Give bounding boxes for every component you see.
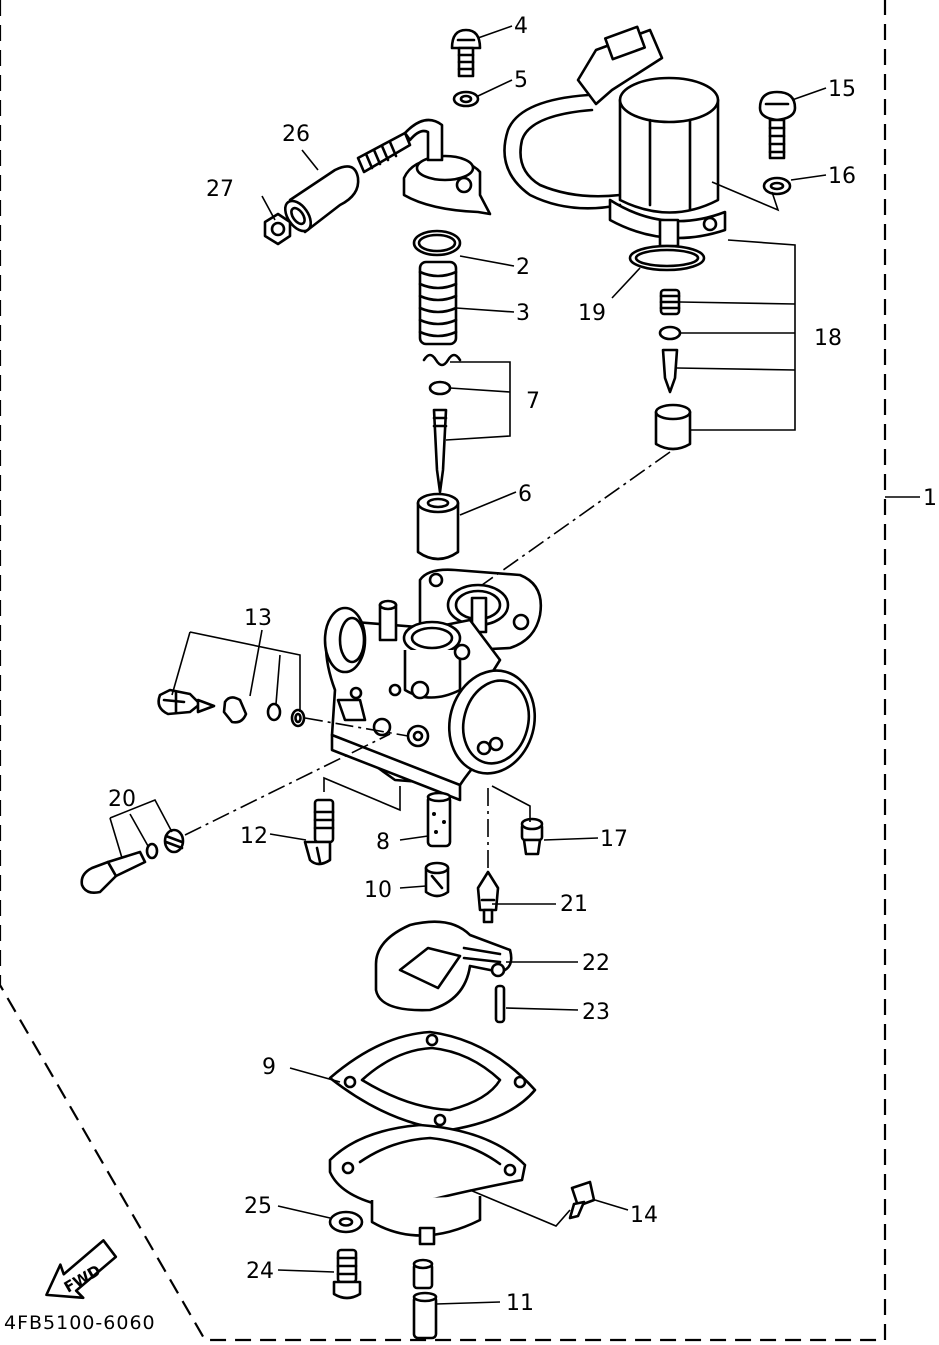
part-3-spring	[418, 260, 458, 346]
part-9-gasket	[328, 1030, 537, 1132]
part-auto-choke-unit	[503, 25, 727, 248]
carburetor-body	[323, 568, 543, 802]
callout-21: 21	[560, 892, 588, 917]
callout-26: 26	[282, 122, 310, 147]
part-10-main-jet	[424, 861, 450, 898]
part-17-screw	[520, 817, 544, 856]
part-7-jet-needle-set	[422, 353, 462, 494]
part-5-washer	[452, 90, 480, 108]
part-2-oring-inner	[417, 233, 457, 253]
callout-9: 9	[262, 1055, 276, 1080]
callout-10: 10	[364, 878, 392, 903]
callout-18: 18	[814, 326, 842, 351]
callout-2: 2	[516, 255, 530, 280]
callout-7: 7	[526, 389, 540, 414]
callout-6: 6	[518, 482, 532, 507]
part-19-oring-inner	[634, 248, 700, 268]
part-22-float	[374, 920, 513, 1012]
part-11-drain-hose	[412, 1258, 438, 1340]
carb-top-cap	[356, 118, 492, 216]
callout-19: 19	[578, 301, 606, 326]
callout-22: 22	[582, 951, 610, 976]
callout-labels: 1 2 3 4 5 6 7 8 9 10 11 12 13 14 15 16 1…	[108, 14, 937, 1316]
callout-25: 25	[244, 1194, 272, 1219]
callout-14: 14	[630, 1203, 658, 1228]
float-chamber	[328, 1123, 527, 1246]
part-23-float-pin	[494, 984, 506, 1024]
callout-23: 23	[582, 1000, 610, 1025]
callout-13: 13	[244, 606, 272, 631]
callout-24: 24	[246, 1259, 274, 1284]
callout-12: 12	[240, 824, 268, 849]
callout-5: 5	[514, 68, 528, 93]
callout-16: 16	[828, 164, 856, 189]
fwd-direction-arrow: FWD	[45, 1239, 118, 1300]
callout-1: 1	[923, 486, 937, 511]
part-27-nut	[263, 212, 292, 246]
callout-8: 8	[376, 830, 390, 855]
callout-4: 4	[514, 14, 528, 39]
part-15-screw	[758, 90, 797, 160]
callout-15: 15	[828, 77, 856, 102]
part-4-screw	[450, 28, 482, 78]
callout-20: 20	[108, 787, 136, 812]
callout-11: 11	[506, 1291, 534, 1316]
part-14-drain-screw	[568, 1180, 596, 1220]
part-18-plunger-set	[654, 288, 692, 451]
drawing-code: 4FB5100-6060	[4, 1312, 156, 1334]
part-16-washer-inner	[769, 181, 785, 191]
part-13-pilot-screw-set	[157, 688, 306, 728]
part-25-washer-inner	[338, 1217, 354, 1227]
part-21-float-needle	[476, 870, 500, 924]
part-24-screw	[332, 1248, 362, 1300]
part-8-needle-jet	[426, 791, 452, 848]
callout-27: 27	[206, 177, 234, 202]
callout-3: 3	[516, 301, 530, 326]
part-12-jet	[303, 798, 335, 866]
part-6-throttle-valve	[416, 492, 460, 561]
leader-lines	[109, 25, 920, 1305]
part-26-hose-boot	[283, 165, 360, 234]
callout-17: 17	[600, 827, 628, 852]
part-20-throttle-stop-screw	[80, 828, 185, 894]
